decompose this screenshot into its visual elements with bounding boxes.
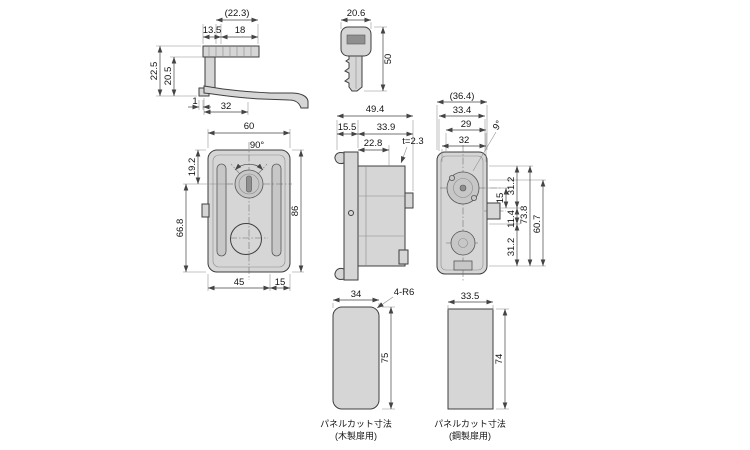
key-dim-width-label: 20.6: [347, 8, 366, 19]
front-dim-bottom-seg2-label: 15: [275, 277, 286, 288]
side-screw-dot: [348, 210, 354, 216]
side-flange-bottom: [334, 267, 345, 280]
side-thickness-label: t=2.3: [402, 136, 423, 147]
front-extension-lines: [183, 129, 304, 291]
panel-wood-cutout: [332, 306, 380, 410]
back-dim-hseg0-label: 15: [495, 193, 506, 204]
panel-wood-caption-line2: (木製扉用): [335, 430, 377, 441]
front-dim-lower-span-label: 66.8: [175, 219, 186, 238]
side-cylinder-tail: [404, 192, 414, 209]
back-dim-width3-label: 32: [459, 135, 470, 146]
latch-dim-step-label: 1: [192, 96, 197, 107]
back-dim-hseg1-label: 31.2: [506, 177, 517, 196]
side-dim-depth-seg2-label: 33.9: [377, 122, 396, 133]
view-key: 20.6 50: [340, 8, 394, 92]
back-knob-shaft-inner: [458, 238, 468, 248]
front-keyhole-inner-ring: [238, 173, 260, 195]
panel-steel-caption-line2: (鋼製扉用): [449, 430, 491, 441]
latch-dim-arm-length-label: 32: [221, 101, 232, 112]
side-mechanism-body: [357, 165, 406, 267]
back-dim-hseg2-label: 11.4: [506, 210, 517, 228]
side-dim-depth-seg1-label: 15.5: [338, 122, 357, 133]
view-side: 49.4 15.5 33.9 22.8 t=2.3: [334, 104, 424, 281]
panel-wood-dim-height-label: 75: [380, 353, 391, 364]
back-dim-htotal2-label: 60.7: [532, 215, 543, 234]
panel-steel-cutout: [447, 308, 494, 410]
latch-dim-top-width-ref-label: (22.3): [225, 8, 250, 19]
front-groove-left: [216, 163, 227, 257]
view-latch-side: (22.3) 13.5 18 22.5 20.5 1 32: [149, 8, 309, 115]
front-angle-arc: [234, 163, 264, 171]
key-stamp: [346, 34, 366, 45]
front-dim-width-label: 60: [244, 121, 255, 132]
back-screw-lower: [470, 194, 477, 201]
panel-steel-extension-lines: [447, 305, 509, 410]
back-dim-hseg3-label: 31.2: [506, 238, 517, 257]
back-bottom-plate: [453, 260, 473, 271]
back-latch-bolt: [486, 202, 501, 220]
panel-wood-corner-note-label: 4-R6: [394, 287, 415, 298]
side-dim-cylinder-depth-label: 22.8: [364, 138, 383, 149]
panel-steel-caption-line1: パネルカット寸法: [434, 418, 506, 429]
view-panel-cutout-wood: 34 4-R6 75 パネルカット寸法 (木製扉用): [320, 287, 414, 441]
view-panel-cutout-steel: 33.5 74 パネルカット寸法 (鋼製扉用): [434, 291, 509, 441]
back-dim-width1-label: 33.4: [453, 105, 472, 116]
key-extension-lines: [340, 22, 387, 92]
latch-dim-height1-label: 22.5: [149, 62, 160, 81]
back-screw-upper: [448, 174, 455, 181]
front-dim-height-label: 86: [290, 206, 301, 217]
front-angle-label: 90°: [250, 140, 265, 151]
front-groove-right: [271, 163, 282, 257]
side-thickness-leader: [400, 146, 408, 164]
key-dim-length-label: 50: [383, 54, 394, 65]
back-angle-label: 9°: [491, 119, 505, 133]
panel-wood-dim-width-label: 34: [351, 289, 362, 300]
back-dim-width2-label: 29: [461, 119, 472, 130]
back-knob-shaft: [450, 230, 476, 256]
panel-wood-caption-line1: パネルカット寸法: [320, 418, 392, 429]
side-flange-top: [334, 152, 345, 165]
back-cam-center: [459, 184, 467, 192]
latch-dim-top-seg2-label: 18: [235, 25, 246, 36]
view-front: 60 90° 19.2 66.8 86 45 15: [175, 121, 304, 291]
panel-steel-dim-width-label: 33.5: [461, 291, 480, 302]
front-dim-keyhole-offset-label: 19.2: [187, 158, 198, 177]
front-dim-bottom-seg1-label: 45: [234, 277, 245, 288]
panel-wood-corner-leader: [376, 296, 394, 309]
key-blade: [344, 55, 363, 92]
back-angle-leader: [472, 131, 497, 172]
front-knob-circle: [230, 223, 262, 255]
back-dim-width-ref-label: (36.4): [450, 91, 475, 102]
latch-cap: [202, 45, 260, 58]
panel-steel-dim-height-label: 74: [494, 354, 505, 365]
side-bottom-tab: [398, 249, 409, 265]
latch-cap-knurl-lines: [208, 47, 252, 56]
latch-stem: [204, 56, 216, 89]
latch-dim-top-seg1-label: 13.5: [203, 25, 222, 36]
front-left-tab: [201, 203, 210, 218]
latch-arm: [203, 85, 309, 109]
front-keyway-slot: [246, 175, 252, 193]
side-dim-depth-total-label: 49.4: [366, 104, 385, 115]
back-body: [436, 151, 488, 275]
back-dim-htotal1-label: 73.8: [519, 206, 530, 225]
view-back: (36.4) 33.4 29 32 9° 15 31.2 11.4 31.2 7…: [436, 91, 546, 281]
side-internal-lines: [358, 166, 405, 266]
back-cam-inner-ring: [453, 178, 473, 198]
latch-dim-height2-label: 20.5: [163, 67, 174, 86]
